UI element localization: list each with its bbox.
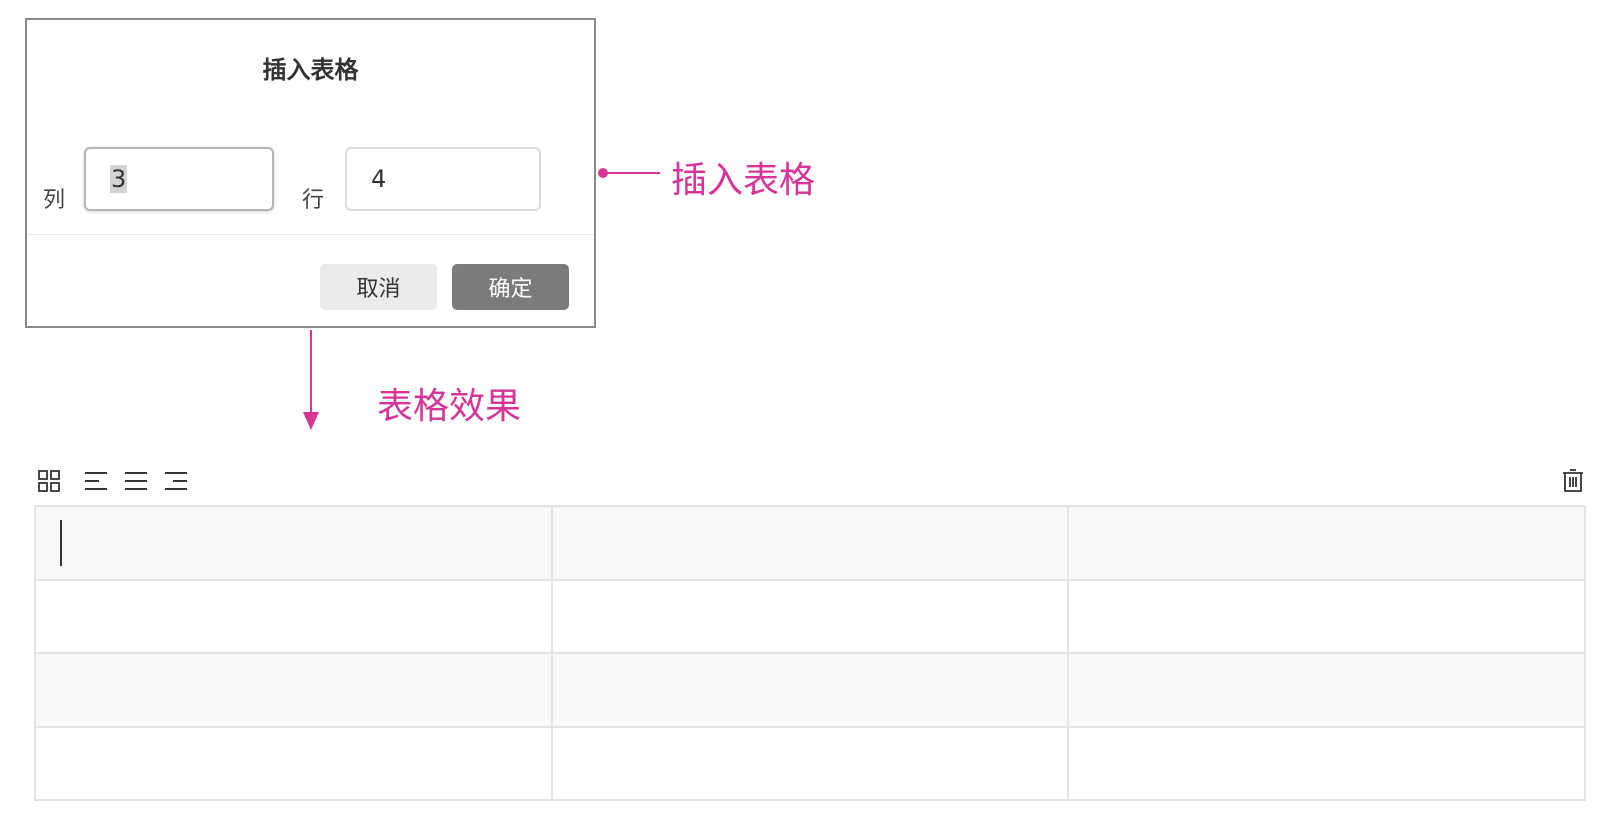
result-callout-label: 表格效果	[377, 386, 522, 427]
table-cell[interactable]	[34, 578, 553, 654]
dialog-divider	[27, 234, 594, 235]
grid-icon[interactable]	[36, 468, 62, 494]
columns-label: 列	[43, 188, 66, 213]
table-row	[34, 505, 1586, 581]
table-cell[interactable]	[1067, 578, 1586, 654]
trash-icon[interactable]	[1560, 468, 1586, 494]
confirm-button[interactable]: 确定	[452, 264, 569, 310]
table-cell[interactable]	[550, 725, 1070, 801]
columns-value: 3	[110, 165, 128, 193]
table-cell[interactable]	[1067, 725, 1586, 801]
inserted-table	[34, 505, 1586, 801]
rows-input[interactable]: 4	[345, 147, 541, 211]
table-row	[34, 578, 1586, 654]
dialog-callout-label: 插入表格	[671, 160, 816, 201]
table-cell[interactable]	[34, 725, 553, 801]
insert-table-dialog: 插入表格 列 3 行 4 取消 确定	[25, 18, 596, 328]
table-cell[interactable]	[550, 505, 1070, 581]
columns-input[interactable]: 3	[84, 147, 274, 211]
table-cell[interactable]	[1067, 505, 1586, 581]
table-cell[interactable]	[34, 652, 553, 728]
table-cell[interactable]	[34, 505, 553, 581]
align-center-icon[interactable]	[123, 468, 149, 494]
align-right-icon[interactable]	[163, 468, 189, 494]
rows-label: 行	[302, 188, 325, 213]
table-cell[interactable]	[550, 578, 1070, 654]
callout-dot	[598, 168, 608, 178]
align-left-icon[interactable]	[83, 468, 109, 494]
table-cell[interactable]	[550, 652, 1070, 728]
cancel-button[interactable]: 取消	[320, 264, 437, 310]
result-arrow-head	[303, 412, 319, 430]
text-caret	[60, 520, 62, 566]
table-row	[34, 725, 1586, 801]
dialog-title: 插入表格	[262, 56, 359, 84]
table-cell[interactable]	[1067, 652, 1586, 728]
table-row	[34, 652, 1586, 728]
rows-value: 4	[371, 165, 387, 193]
